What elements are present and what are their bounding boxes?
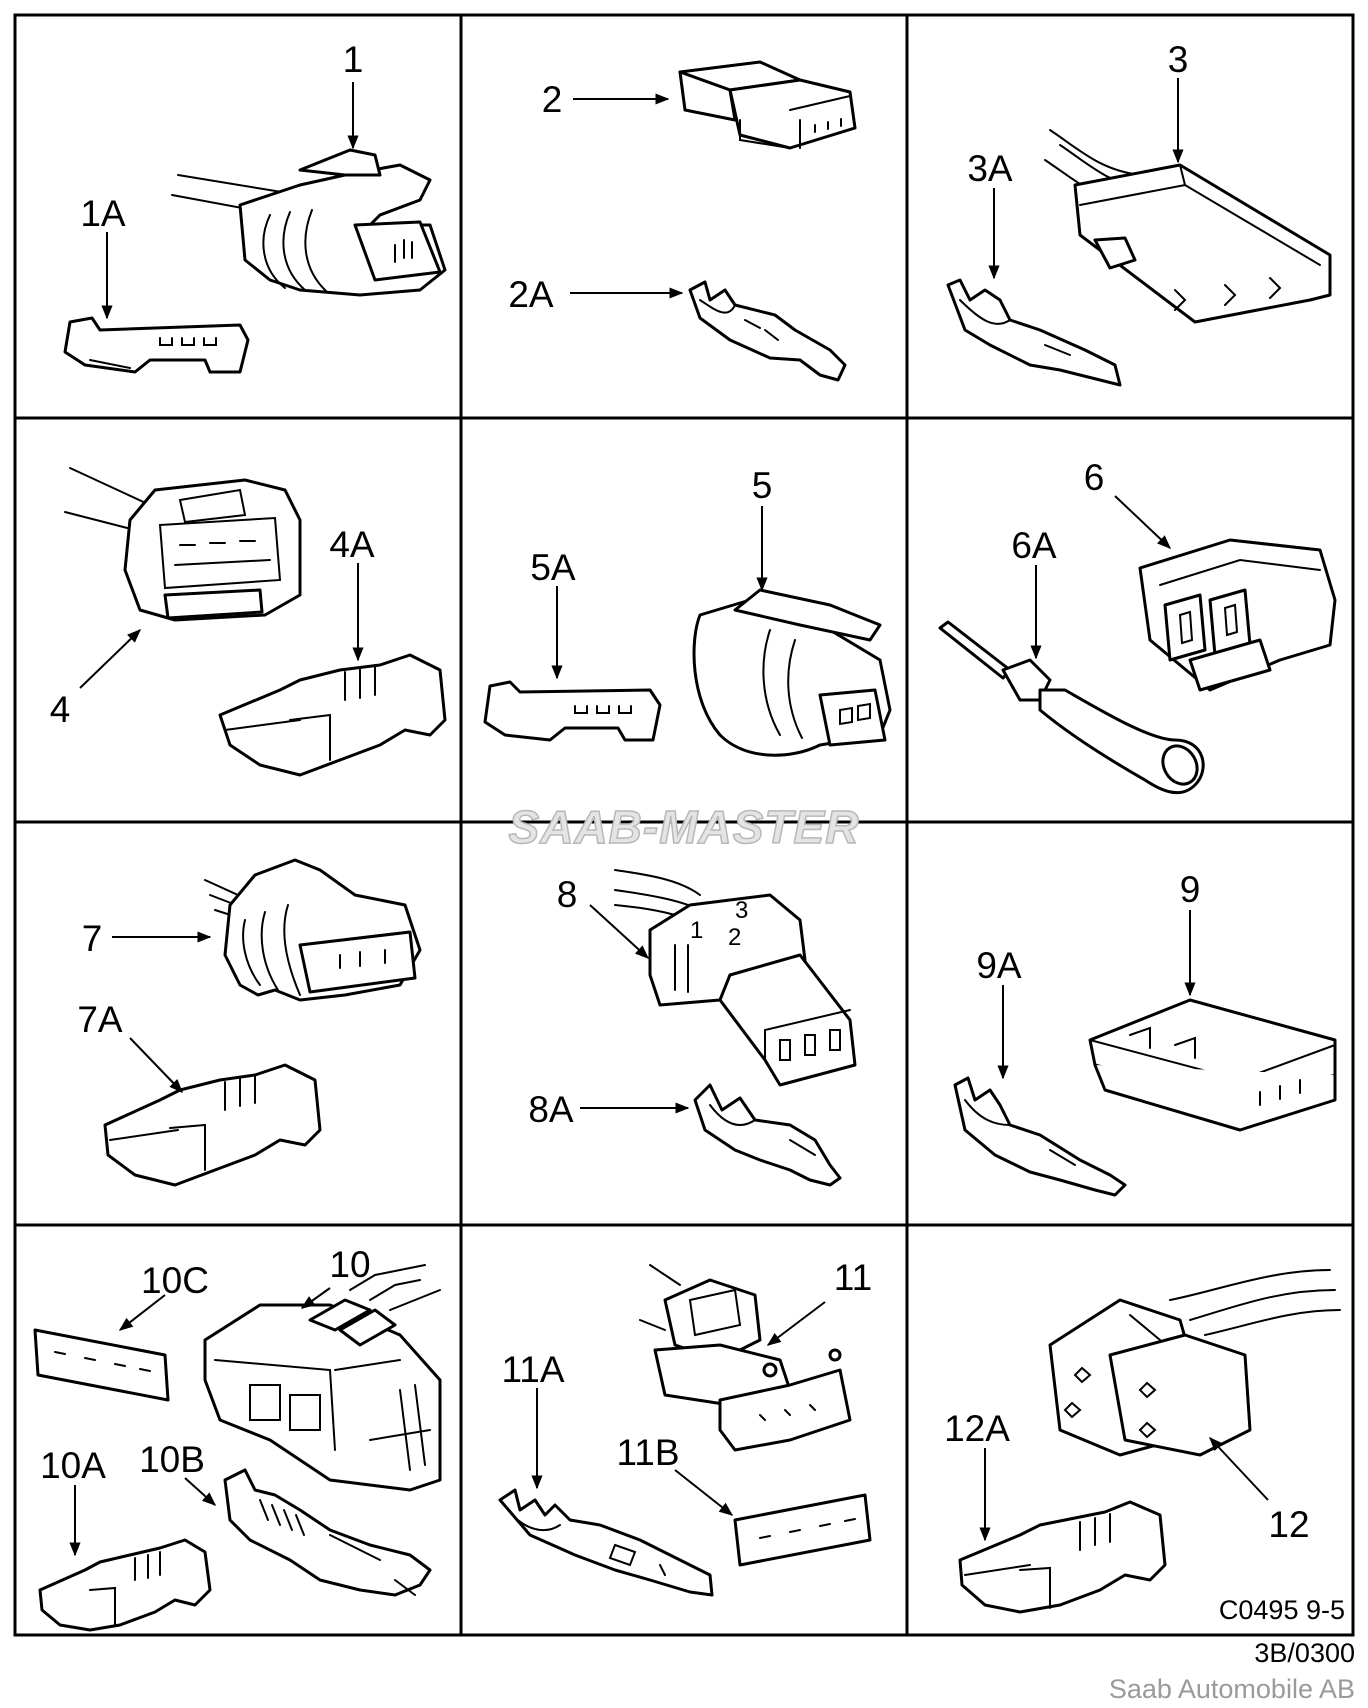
connector-6-drawing — [1138, 538, 1337, 692]
label-10c: 10C — [141, 1260, 209, 1301]
terminal-11a-drawing — [498, 1488, 714, 1597]
pin-marking-1: 1 — [690, 917, 703, 944]
label-1: 1 — [343, 39, 364, 80]
label-3: 3 — [1168, 39, 1189, 80]
label-2: 2 — [542, 79, 563, 120]
panel-6: 6 6A — [938, 457, 1337, 795]
label-7a: 7A — [77, 999, 123, 1040]
connector-12-drawing — [1048, 1269, 1341, 1457]
label-3a: 3A — [967, 148, 1013, 189]
label-12: 12 — [1268, 1504, 1309, 1545]
label-12a: 12A — [944, 1408, 1010, 1449]
cover-10c-drawing — [33, 1328, 170, 1402]
label-8: 8 — [557, 874, 578, 915]
pin-marking-3: 3 — [735, 897, 748, 924]
terminal-10b-drawing — [223, 1468, 432, 1597]
label-11b: 11B — [616, 1432, 679, 1473]
leader-10 — [300, 1287, 331, 1309]
panel-3: 3 3A — [946, 39, 1332, 387]
terminal-10a-drawing — [38, 1538, 212, 1632]
label-2a: 2A — [508, 274, 554, 315]
connector-10-drawing — [203, 1264, 442, 1492]
panel-10: 10 10C 10A 10B — [33, 1244, 442, 1632]
leader-4 — [79, 629, 142, 689]
label-4a: 4A — [329, 524, 375, 565]
figure-code: C0495 9-5 — [1219, 1595, 1345, 1625]
panel-4: 4 4A — [50, 467, 447, 777]
leader-7a — [129, 1037, 183, 1094]
leader-11 — [766, 1301, 826, 1346]
terminal-7a-drawing — [103, 1063, 322, 1187]
connector-7-drawing — [204, 858, 422, 1002]
company-name: Saab Automobile AB — [1109, 1674, 1355, 1704]
label-11a: 11A — [501, 1349, 564, 1390]
connector-11-drawing — [639, 1264, 852, 1452]
panel-8: 1 2 3 8 8A — [528, 869, 857, 1187]
panel-12: 12 12A — [944, 1269, 1341, 1614]
leader-6 — [1114, 495, 1172, 549]
watermark: SAAB-MASTER — [509, 801, 860, 853]
terminal-1a-drawing — [63, 316, 250, 374]
terminal-8a-drawing — [693, 1083, 842, 1187]
terminal-2a-drawing — [688, 280, 847, 382]
panel-5: 5 5A — [483, 465, 892, 757]
label-5a: 5A — [530, 547, 576, 588]
connector-9-drawing — [1088, 998, 1337, 1132]
label-5: 5 — [752, 465, 773, 506]
panel-11: 11 11A 11B — [498, 1257, 872, 1597]
connector-2-drawing — [678, 60, 857, 150]
label-1a: 1A — [80, 193, 126, 234]
label-10: 10 — [329, 1244, 370, 1285]
connector-1-drawing — [171, 148, 447, 297]
label-6a: 6A — [1011, 525, 1057, 566]
label-10a: 10A — [40, 1445, 106, 1486]
label-11: 11 — [834, 1257, 872, 1298]
connector-8-drawing: 1 2 3 — [614, 869, 857, 1087]
terminal-5a-drawing — [483, 680, 662, 742]
leader-8 — [589, 904, 650, 959]
leader-10b — [184, 1477, 217, 1506]
label-9a: 9A — [976, 945, 1022, 986]
panel-grid — [13, 13, 1355, 1637]
leader-10c — [118, 1294, 166, 1331]
reference-code: 3B/0300 — [1254, 1638, 1355, 1668]
terminal-12a-drawing — [958, 1500, 1167, 1614]
panel-9: 9 9A — [953, 869, 1337, 1197]
terminal-4a-drawing — [218, 653, 447, 777]
leader-11b — [674, 1469, 734, 1516]
terminal-3a-drawing — [946, 278, 1122, 387]
label-8a: 8A — [528, 1089, 574, 1130]
cover-11b-drawing — [733, 1493, 872, 1567]
label-7: 7 — [82, 918, 103, 959]
panel-1: 1 1A — [63, 39, 447, 374]
connector-4-drawing — [64, 467, 302, 622]
connector-5-drawing — [692, 588, 892, 757]
panel-7: 7 7A — [77, 858, 422, 1187]
label-10b: 10B — [139, 1439, 205, 1480]
label-4: 4 — [50, 689, 71, 730]
label-6: 6 — [1084, 457, 1105, 498]
connector-3-drawing — [1044, 129, 1332, 324]
label-9: 9 — [1180, 869, 1201, 910]
panel-2: 2 2A — [508, 60, 857, 382]
terminal-9a-drawing — [953, 1076, 1127, 1197]
leader-12 — [1209, 1436, 1269, 1501]
pin-marking-2: 2 — [728, 924, 741, 951]
terminal-6a-drawing — [938, 620, 1205, 795]
